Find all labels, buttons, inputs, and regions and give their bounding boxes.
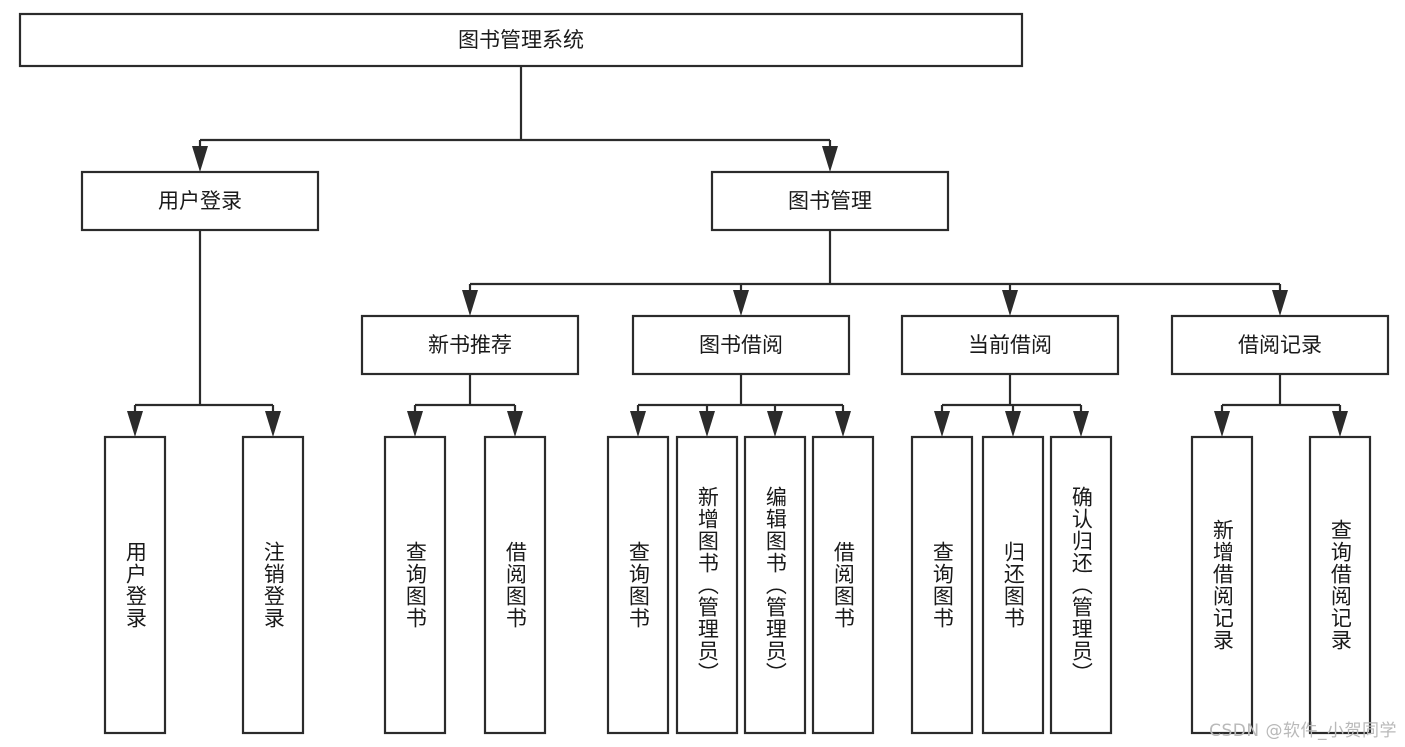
arrow-head-icon: [630, 411, 646, 437]
node-leaf-user-login[interactable]: [103, 435, 167, 735]
node-n-current-borrow[interactable]: 当前借阅: [900, 314, 1120, 376]
node-box: [103, 435, 167, 735]
node-label: 借阅记录: [1238, 333, 1322, 357]
node-box: [811, 435, 875, 735]
node-box: [241, 435, 305, 735]
arrow-head-icon: [1332, 411, 1348, 437]
node-label: 编辑图书（管理员）: [763, 486, 788, 684]
node-leaf-rec-query-book[interactable]: [383, 435, 447, 735]
node-label: 归还图书: [1001, 541, 1026, 629]
node-leaf-cur-confirm-return[interactable]: [1049, 435, 1113, 735]
node-box: [80, 170, 320, 232]
node-label: 查询图书: [403, 541, 428, 629]
node-label-wrap-leaf-cur-confirm-return: 确认归还（管理员）: [1051, 437, 1111, 733]
node-label: 注销登录: [261, 541, 286, 629]
node-label-wrap-leaf-rec-add-record: 新增借阅记录: [1192, 437, 1252, 733]
node-leaf-logout[interactable]: [241, 435, 305, 735]
node-leaf-cur-query-book[interactable]: [910, 435, 974, 735]
node-label: 查询图书: [626, 541, 651, 629]
node-box: [675, 435, 739, 735]
connector-layer: [127, 66, 1348, 437]
node-label: 新增图书（管理员）: [695, 486, 720, 684]
node-box: [360, 314, 580, 376]
arrow-head-icon: [1073, 411, 1089, 437]
arrow-head-icon: [507, 411, 523, 437]
arrow-head-icon: [822, 146, 838, 172]
node-leaf-rec-add-record[interactable]: [1190, 435, 1254, 735]
node-box: [981, 435, 1045, 735]
node-box: [1049, 435, 1113, 735]
node-label-wrap-leaf-borrow-edit-book: 编辑图书（管理员）: [745, 437, 805, 733]
node-leaf-cur-return-book[interactable]: [981, 435, 1045, 735]
node-box: [383, 435, 447, 735]
node-label-wrap-leaf-rec-query-record: 查询借阅记录: [1310, 437, 1370, 733]
node-n-book-manage[interactable]: 图书管理: [710, 170, 950, 232]
node-label: 借阅图书: [503, 541, 528, 629]
node-n-user-login[interactable]: 用户登录: [80, 170, 320, 232]
node-label-wrap-leaf-borrow-query-book: 查询图书: [608, 437, 668, 733]
node-box: [483, 435, 547, 735]
node-label-wrap-leaf-borrow-add-book: 新增图书（管理员）: [677, 437, 737, 733]
node-label: 查询图书: [930, 541, 955, 629]
node-leaf-borrow-query-book[interactable]: [606, 435, 670, 735]
node-box: [1190, 435, 1254, 735]
node-label: 确认归还（管理员）: [1069, 486, 1094, 684]
node-box: [18, 12, 1024, 68]
arrow-head-icon: [462, 290, 478, 316]
node-label: 新书推荐: [428, 333, 512, 357]
node-box: [631, 314, 851, 376]
node-leaf-rec-query-record[interactable]: [1308, 435, 1372, 735]
node-label: 用户登录: [123, 541, 148, 629]
node-box: [710, 170, 950, 232]
node-box: [910, 435, 974, 735]
node-label: 查询借阅记录: [1328, 519, 1353, 651]
arrow-head-icon: [127, 411, 143, 437]
node-label-wrap-leaf-cur-query-book: 查询图书: [912, 437, 972, 733]
node-label-wrap-leaf-logout: 注销登录: [243, 437, 303, 733]
arrow-head-icon: [733, 290, 749, 316]
node-label-wrap-leaf-rec-borrow-book: 借阅图书: [485, 437, 545, 733]
arrow-head-icon: [1272, 290, 1288, 316]
node-label-wrap-leaf-rec-query-book: 查询图书: [385, 437, 445, 733]
node-n-new-book-rec[interactable]: 新书推荐: [360, 314, 580, 376]
node-box: [1308, 435, 1372, 735]
arrow-head-icon: [934, 411, 950, 437]
arrow-head-icon: [1002, 290, 1018, 316]
node-label: 图书管理: [788, 189, 872, 213]
node-label: 当前借阅: [968, 333, 1052, 357]
node-box: [900, 314, 1120, 376]
node-label: 用户登录: [158, 189, 242, 213]
node-label: 图书管理系统: [458, 28, 584, 52]
node-leaf-borrow-borrow-book[interactable]: [811, 435, 875, 735]
node-leaf-rec-borrow-book[interactable]: [483, 435, 547, 735]
csdn-watermark: CSDN @软件_小贺同学: [1209, 721, 1397, 741]
node-label: 图书借阅: [699, 333, 783, 357]
node-n-book-borrow[interactable]: 图书借阅: [631, 314, 851, 376]
node-root[interactable]: 图书管理系统: [18, 12, 1024, 68]
node-box: [1170, 314, 1390, 376]
node-label-wrap-leaf-borrow-borrow-book: 借阅图书: [813, 437, 873, 733]
node-box: [743, 435, 807, 735]
node-box: [606, 435, 670, 735]
node-label-wrap-leaf-cur-return-book: 归还图书: [983, 437, 1043, 733]
node-leaf-borrow-add-book[interactable]: [675, 435, 739, 735]
arrow-head-icon: [767, 411, 783, 437]
node-n-borrow-record[interactable]: 借阅记录: [1170, 314, 1390, 376]
arrow-head-icon: [1214, 411, 1230, 437]
node-label: 新增借阅记录: [1210, 519, 1235, 651]
node-label: 借阅图书: [831, 541, 856, 629]
node-leaf-borrow-edit-book[interactable]: [743, 435, 807, 735]
arrow-head-icon: [699, 411, 715, 437]
arrow-head-icon: [407, 411, 423, 437]
arrow-head-icon: [265, 411, 281, 437]
arrow-head-icon: [192, 146, 208, 172]
arrow-head-icon: [1005, 411, 1021, 437]
node-label-wrap-leaf-user-login: 用户登录: [105, 437, 165, 733]
arrow-head-icon: [835, 411, 851, 437]
